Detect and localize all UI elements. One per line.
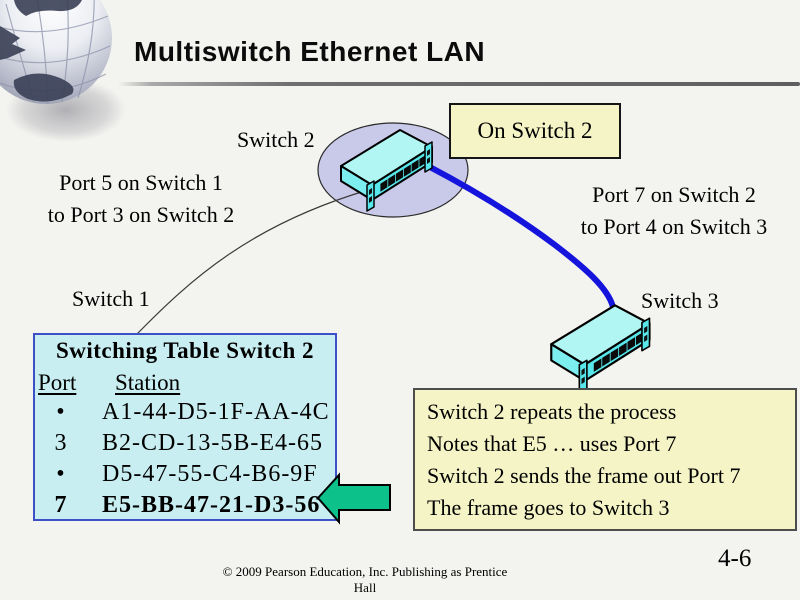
note-line: The frame goes to Switch 3 bbox=[427, 495, 670, 520]
link-2-3-line2: to Port 4 on Switch 3 bbox=[580, 214, 768, 239]
title-divider bbox=[118, 82, 800, 86]
link-1-2-label: Port 5 on Switch 1 to Port 3 on Switch 2 bbox=[20, 167, 262, 231]
switch1-label: Switch 1 bbox=[72, 286, 150, 311]
station-cell: B2-CD-13-5B-E4-65 bbox=[102, 430, 323, 456]
note-line: Switch 2 sends the frame out Port 7 bbox=[427, 463, 741, 488]
switch3-device-icon bbox=[550, 304, 651, 394]
switch3-label: Switch 3 bbox=[641, 288, 719, 313]
page-number: 4-6 bbox=[718, 545, 752, 572]
link-2-3-line1: Port 7 on Switch 2 bbox=[592, 182, 756, 207]
link-2-3-label: Port 7 on Switch 2 to Port 4 on Switch 3 bbox=[548, 179, 800, 243]
col-header-station: Station bbox=[115, 370, 181, 395]
station-cell: A1-44-D5-1F-AA-4C bbox=[102, 399, 330, 425]
table-row: 3 B2-CD-13-5B-E4-65 bbox=[35, 430, 335, 461]
station-cell: E5-BB-47-21-D3-56 bbox=[102, 492, 321, 518]
note-line: Notes that E5 … uses Port 7 bbox=[427, 431, 677, 456]
link-1-2-line2: to Port 3 on Switch 2 bbox=[47, 202, 235, 227]
port-cell: 3 bbox=[54, 430, 68, 456]
globe-continents bbox=[0, 0, 82, 102]
page-title: Multiswitch Ethernet LAN bbox=[134, 36, 486, 67]
port-cell: • bbox=[56, 399, 66, 425]
copyright-footer: © 2009 Pearson Education, Inc. Publishin… bbox=[135, 564, 595, 596]
copyright-line2: Hall bbox=[353, 580, 377, 595]
col-header-port: Port bbox=[38, 370, 77, 395]
port-cell: 7 bbox=[54, 492, 68, 518]
switching-table-title: Switching Table Switch 2 bbox=[55, 338, 315, 363]
table-row: • D5-47-55-C4-B6-9F bbox=[35, 461, 335, 492]
link-switch2-switch3-line bbox=[425, 163, 616, 310]
note-line: Switch 2 repeats the process bbox=[427, 399, 677, 424]
on-switch-2-callout: On Switch 2 bbox=[449, 103, 621, 159]
on-switch-2-callout-text: On Switch 2 bbox=[477, 118, 593, 143]
switching-table-header: Port Station bbox=[35, 370, 335, 399]
switch2-label: Switch 2 bbox=[237, 127, 315, 152]
note-box: Switch 2 repeats the process Notes that … bbox=[413, 388, 797, 531]
switch2-device-icon bbox=[340, 129, 433, 212]
copyright-line1: © 2009 Pearson Education, Inc. Publishin… bbox=[222, 564, 508, 579]
port-cell: • bbox=[56, 461, 66, 487]
link-switch1-switch2-line bbox=[136, 189, 369, 335]
switching-table: Switching Table Switch 2 Port Station • … bbox=[33, 333, 337, 521]
highlight-arrow-icon bbox=[316, 472, 391, 525]
link-1-2-line1: Port 5 on Switch 1 bbox=[59, 170, 223, 195]
table-row-highlighted: 7 E5-BB-47-21-D3-56 bbox=[35, 492, 335, 523]
globe-icon bbox=[0, 0, 126, 142]
station-cell: D5-47-55-C4-B6-9F bbox=[102, 461, 318, 487]
table-row: • A1-44-D5-1F-AA-4C bbox=[35, 399, 335, 430]
